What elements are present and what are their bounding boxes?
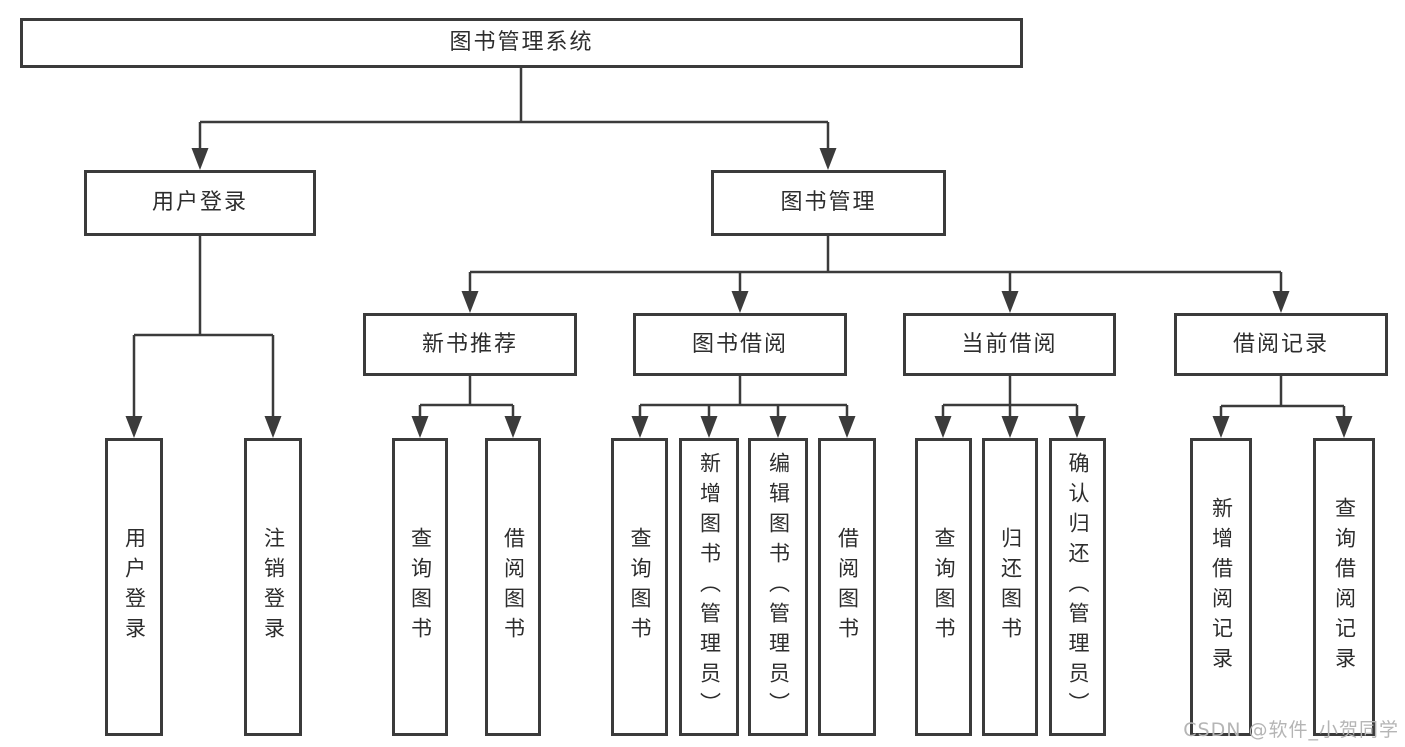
leaf-current-query-books: 查询图书 (915, 438, 972, 736)
leaf-edit-books-admin-label: 编辑图书（管理员） (766, 452, 791, 722)
leaf-recommend-query-books: 查询图书 (392, 438, 448, 736)
leaf-return-books-label: 归还图书 (998, 527, 1023, 647)
leaf-recommend-query-books-label: 查询图书 (408, 527, 433, 647)
node-book-management: 图书管理 (711, 170, 946, 236)
leaf-add-borrow-record: 新增借阅记录 (1190, 438, 1252, 736)
leaf-return-books: 归还图书 (982, 438, 1038, 736)
node-new-book-recommend: 新书推荐 (363, 313, 577, 376)
node-book-management-label: 图书管理 (780, 190, 877, 215)
leaf-edit-books-admin: 编辑图书（管理员） (748, 438, 808, 736)
leaf-add-borrow-record-label: 新增借阅记录 (1209, 497, 1234, 677)
leaf-borrowing-borrow-books: 借阅图书 (818, 438, 876, 736)
leaf-query-borrow-record-label: 查询借阅记录 (1332, 497, 1357, 677)
leaf-user-login-label: 用户登录 (122, 527, 147, 647)
leaf-recommend-borrow-books: 借阅图书 (485, 438, 541, 736)
leaf-borrowing-query-books: 查询图书 (611, 438, 668, 736)
leaf-borrowing-borrow-books-label: 借阅图书 (835, 527, 860, 647)
leaf-logout: 注销登录 (244, 438, 302, 736)
leaf-logout-label: 注销登录 (261, 527, 286, 647)
node-user-login-label: 用户登录 (151, 190, 248, 215)
leaf-add-books-admin-label: 新增图书（管理员） (697, 452, 722, 722)
leaf-add-books-admin: 新增图书（管理员） (679, 438, 739, 736)
leaf-current-query-books-label: 查询图书 (932, 527, 956, 647)
node-book-borrowing-label: 图书借阅 (691, 331, 788, 357)
node-current-borrowing: 当前借阅 (903, 313, 1116, 376)
leaf-confirm-return-admin: 确认归还（管理员） (1049, 438, 1106, 736)
leaf-confirm-return-admin-label: 确认归还（管理员） (1066, 452, 1090, 722)
node-new-book-recommend-label: 新书推荐 (421, 331, 518, 357)
leaf-query-borrow-record: 查询借阅记录 (1313, 438, 1375, 736)
node-borrow-records: 借阅记录 (1174, 313, 1388, 376)
node-book-borrowing: 图书借阅 (633, 313, 847, 376)
node-root: 图书管理系统 (20, 18, 1023, 68)
leaf-recommend-borrow-books-label: 借阅图书 (501, 527, 526, 647)
csdn-watermark: CSDN @软件_小贺同学 (1183, 719, 1399, 741)
node-user-login: 用户登录 (84, 170, 316, 236)
leaf-borrowing-query-books-label: 查询图书 (628, 527, 652, 647)
leaf-user-login: 用户登录 (105, 438, 163, 736)
node-current-borrowing-label: 当前借阅 (961, 331, 1058, 357)
node-borrow-records-label: 借阅记录 (1232, 331, 1329, 357)
node-root-label: 图书管理系统 (449, 30, 594, 55)
